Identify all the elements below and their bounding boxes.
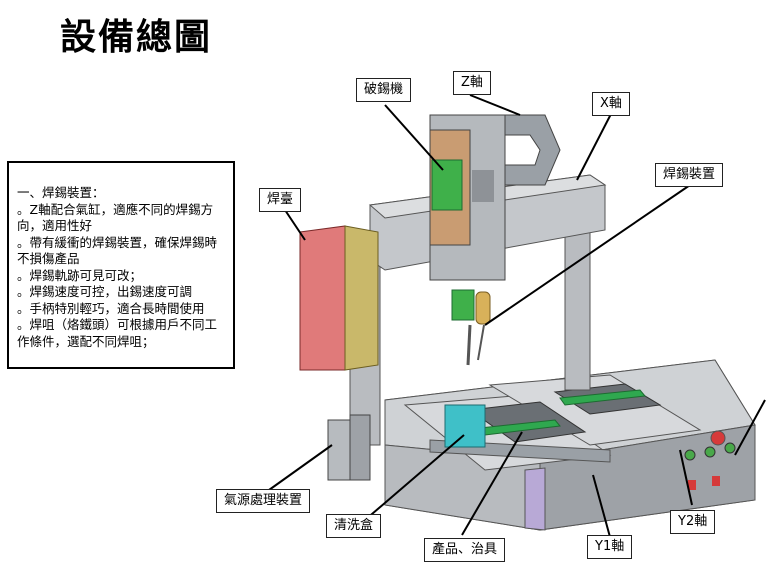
control-button [684, 449, 696, 461]
description-box: 一、焊錫裝置： 。Z軸配合氣缸，適應不同的焊錫方向，適用性好 。帶有緩衝的焊錫裝… [7, 161, 235, 369]
gantry-post-right [564, 219, 591, 391]
description-item: 。手柄特別輕巧，適合長時間使用 [17, 300, 205, 316]
leader-line [734, 399, 766, 456]
label-x-axis: X軸 [592, 92, 630, 116]
description-item: 。帶有緩衝的焊錫裝置，確保焊錫時不損傷產品 [17, 234, 218, 267]
leader-line [679, 449, 693, 506]
solder-tip [466, 324, 472, 366]
description-item: 。焊咀（烙鐵頭）可根據用戶不同工作條件，選配不同焊咀； [17, 317, 218, 349]
emergency-stop [710, 430, 726, 446]
description-item: 。焊錫速度可控，出錫速度可調 [17, 284, 193, 299]
label-air-source: 氣源處理裝置 [216, 489, 311, 513]
solder-station-front [344, 225, 379, 371]
leader-line [592, 474, 611, 538]
label-z-axis: Z軸 [453, 71, 491, 95]
label-solder-device: 焊錫裝置 [655, 163, 724, 187]
label-solder-station: 焊臺 [259, 188, 302, 212]
label-y2-axis: Y2軸 [670, 510, 716, 534]
control-button [724, 442, 736, 454]
solder-head-body [475, 291, 491, 325]
cleaning-box-shape [444, 404, 486, 448]
label-wire-breaker: 破錫機 [356, 78, 412, 102]
label-product-fixture: 產品、治具 [424, 538, 506, 562]
solder-tip [477, 324, 485, 361]
solder-station-box [299, 225, 346, 371]
page-title: 設備總圖 [60, 17, 213, 58]
description-heading: 一、焊錫裝置： [17, 185, 105, 200]
description-item: 。Z軸配合氣缸，適應不同的焊錫方向，適用性好 [17, 201, 214, 234]
control-button [704, 446, 716, 458]
leader-line [364, 434, 465, 521]
description-item: 。焊錫軌跡可見可改； [17, 267, 143, 283]
wire-breaker-shape [431, 159, 463, 211]
air-unit [349, 414, 371, 481]
leader-line [384, 104, 444, 171]
label-cleaning-box: 清洗盒 [326, 514, 382, 538]
leader-line [284, 209, 306, 241]
leader-line [461, 431, 523, 536]
base-side-panel [524, 467, 546, 531]
fixture-strip-2 [559, 389, 646, 406]
solder-feeder [451, 289, 475, 321]
red-indicator [712, 476, 720, 486]
leader-line [484, 182, 694, 326]
blurred-label [472, 170, 494, 202]
leader-line [576, 111, 613, 181]
leader-line [261, 444, 333, 496]
leader-line [469, 94, 521, 116]
red-indicator [688, 480, 696, 490]
label-y1-axis: Y1軸 [587, 535, 633, 559]
